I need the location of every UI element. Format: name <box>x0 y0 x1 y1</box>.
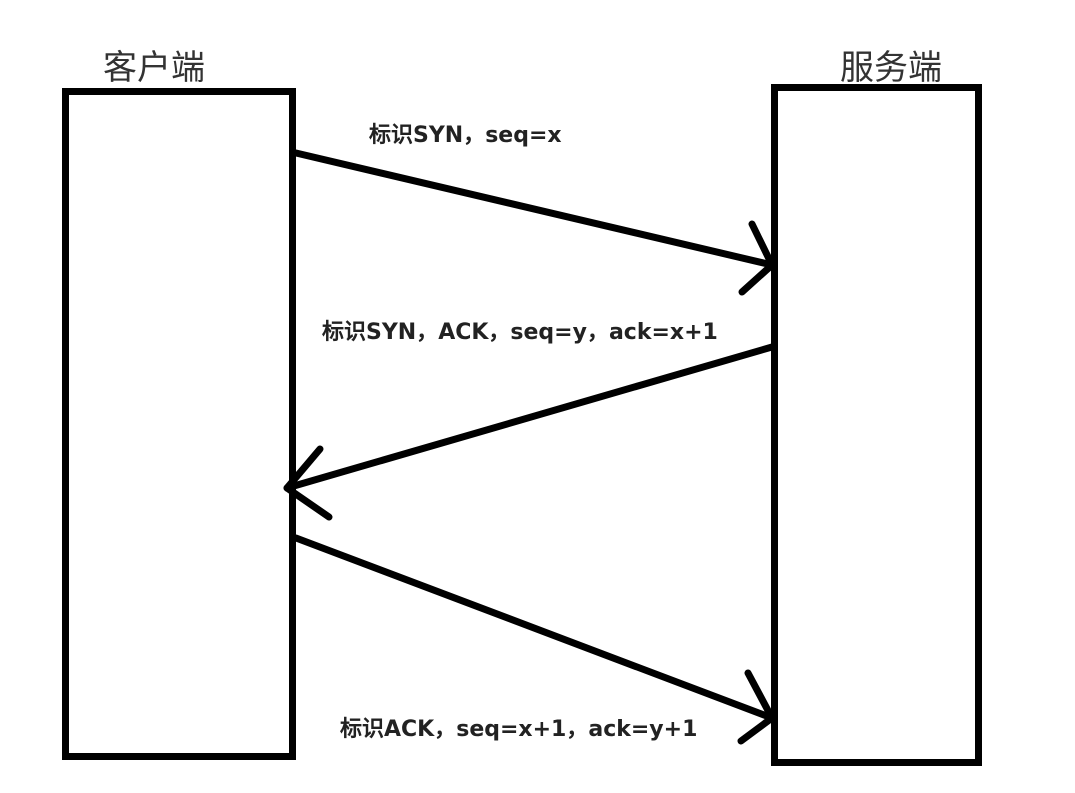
arrow-ack <box>292 534 776 745</box>
server-box <box>771 84 982 766</box>
client-box <box>62 88 296 760</box>
message-label-syn-ack: 标识SYN，ACK，seq=y，ack=x+1 <box>322 320 718 345</box>
client-title: 客户端 <box>103 48 205 88</box>
arrow-syn-ack <box>283 343 776 521</box>
arrow-syn <box>292 149 776 296</box>
server-title: 服务端 <box>840 48 942 88</box>
message-label-ack: 标识ACK，seq=x+1，ack=y+1 <box>340 717 698 742</box>
message-label-syn: 标识SYN，seq=x <box>369 123 562 148</box>
